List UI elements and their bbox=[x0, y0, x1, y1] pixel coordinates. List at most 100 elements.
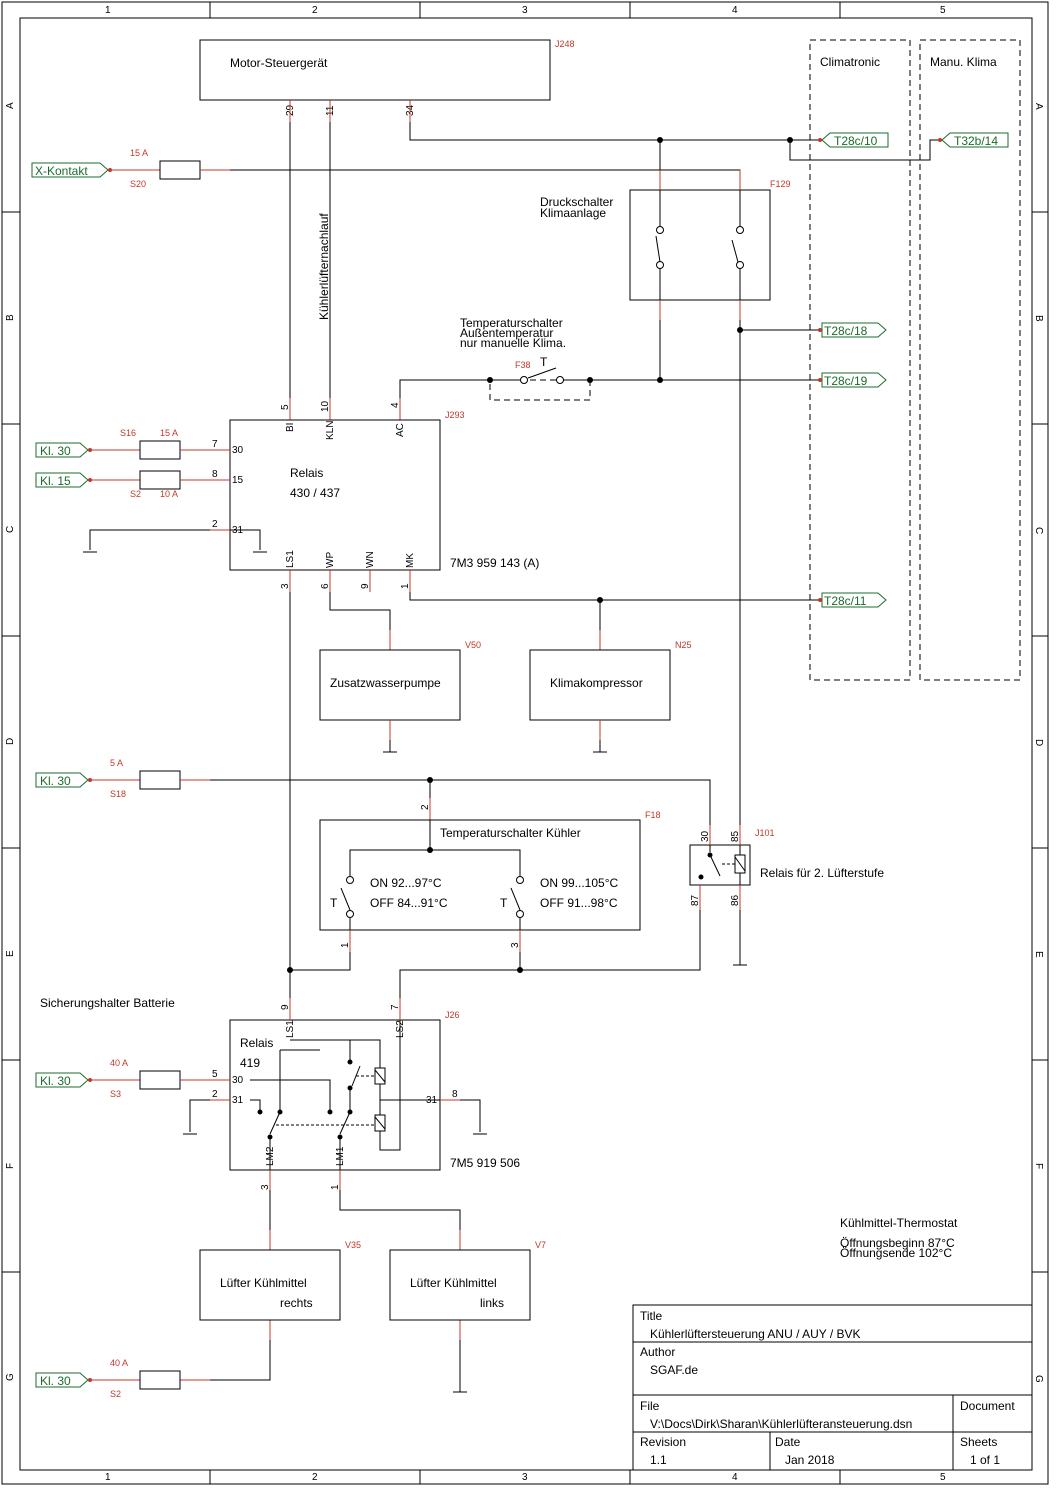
v7-box bbox=[389, 1249, 531, 1321]
f18-pin: 2 bbox=[420, 804, 431, 810]
j26-internals bbox=[250, 1020, 440, 1170]
j26-pin-num: 9 bbox=[280, 1004, 291, 1010]
v35-name-2: rechts bbox=[280, 1296, 313, 1310]
j26-pin-num: 2 bbox=[212, 1089, 218, 1100]
revision-label: Revision bbox=[640, 1435, 686, 1449]
j248-box bbox=[199, 39, 551, 101]
f18-sw2-on: ON 99...105°C bbox=[540, 876, 619, 890]
col-label: 1 bbox=[105, 1472, 111, 1483]
row-label: F bbox=[5, 1163, 16, 1169]
j26-part: 7M5 919 506 bbox=[450, 1156, 520, 1170]
j293-pin-num: 9 bbox=[360, 583, 371, 589]
j101-name: Relais für 2. Lüfterstufe bbox=[760, 866, 884, 880]
connector-kl30-d: Kl. 30 bbox=[35, 1372, 89, 1388]
svg-text:Kl. 15: Kl. 15 bbox=[40, 474, 71, 488]
j293-part: 7M3 959 143 (A) bbox=[450, 556, 539, 570]
x-kontakt-connector: X-Kontakt bbox=[31, 162, 109, 178]
manu-klima-region bbox=[919, 39, 1021, 681]
fuse-s2-10a bbox=[139, 470, 181, 490]
connector-t28c19: T28c/19 bbox=[818, 372, 887, 388]
j293-pin-num-5: 5 bbox=[280, 404, 291, 410]
fuse-s2b-rating: 40 A bbox=[110, 1358, 128, 1368]
nachlauf-label: Kühlerlüfternachlauf bbox=[317, 213, 331, 320]
j26-box bbox=[229, 1019, 441, 1171]
j26-pin-num: 5 bbox=[212, 1069, 218, 1080]
f18-sw1-on: ON 92...97°C bbox=[370, 876, 442, 890]
connector-t28c10: T28c/10 bbox=[818, 132, 889, 148]
v7-name-1: Lüfter Kühlmittel bbox=[410, 1276, 497, 1290]
col-label: 4 bbox=[732, 5, 738, 16]
j26-name-1: Relais bbox=[240, 1036, 273, 1050]
connector-t32b14: T32b/14 bbox=[938, 132, 1009, 148]
fuse-s16 bbox=[139, 440, 181, 460]
svg-text:T28c/10: T28c/10 bbox=[834, 134, 878, 148]
fuse-s3-rating: 40 A bbox=[110, 1058, 128, 1068]
col-label: 1 bbox=[105, 5, 111, 16]
row-label: B bbox=[5, 314, 16, 321]
j293-name-2: 430 / 437 bbox=[290, 486, 340, 500]
date-label: Date bbox=[775, 1435, 801, 1449]
col-label: 2 bbox=[312, 1472, 318, 1483]
fuse-s2a-ref: S2 bbox=[130, 489, 141, 499]
file-label: File bbox=[640, 1399, 660, 1413]
connector-t28c18: T28c/18 bbox=[818, 322, 887, 338]
v7-ref: V7 bbox=[535, 1240, 546, 1250]
fuse-s2-40a bbox=[139, 1370, 181, 1390]
j293-pin: 15 bbox=[232, 475, 244, 486]
f129-box bbox=[629, 189, 771, 301]
j26-pin-num: 7 bbox=[390, 1004, 401, 1010]
col-label: 5 bbox=[940, 5, 946, 16]
f18-pin: 3 bbox=[510, 942, 521, 948]
fuse-s16-rating: 15 A bbox=[160, 428, 178, 438]
j293-pin: LS1 bbox=[285, 550, 296, 568]
j26-pin: 30 bbox=[232, 1075, 244, 1086]
j293-name-1: Relais bbox=[290, 466, 323, 480]
sheets-label: Sheets bbox=[960, 1435, 997, 1449]
connector-kl15: Kl. 15 bbox=[35, 472, 89, 488]
svg-text:T32b/14: T32b/14 bbox=[954, 134, 998, 148]
row-label: C bbox=[5, 526, 16, 533]
j293-pin: AC bbox=[395, 423, 406, 437]
v35-box bbox=[199, 1249, 341, 1321]
f38-label-2: Außentemperatur bbox=[460, 326, 553, 340]
row-label: C bbox=[1033, 527, 1044, 534]
row-label: D bbox=[1033, 739, 1044, 746]
author-value: SGAF.de bbox=[650, 1363, 698, 1377]
connector-t28c11: T28c/11 bbox=[818, 592, 887, 608]
thermostat-line3: Öffnungsende 102°C bbox=[840, 1246, 952, 1260]
svg-text:Kl. 30: Kl. 30 bbox=[40, 444, 71, 458]
title-block bbox=[632, 1304, 1033, 1471]
svg-text:T28c/18: T28c/18 bbox=[824, 324, 868, 338]
f38-t: T bbox=[540, 355, 548, 369]
author-label: Author bbox=[640, 1345, 675, 1359]
fuse-s18 bbox=[139, 770, 181, 790]
j293-pin-num: 3 bbox=[280, 583, 291, 589]
j293-pin-num: 1 bbox=[400, 583, 411, 589]
svg-text:Kl. 30: Kl. 30 bbox=[40, 1374, 71, 1388]
j26-pin: 31 bbox=[232, 1095, 244, 1106]
j293-pin: WP bbox=[325, 552, 336, 568]
f129-name-2: Klimaanlage bbox=[540, 206, 606, 220]
thermostat-line2: Öffnungsbeginn 87°C bbox=[840, 1236, 955, 1250]
f38-box bbox=[489, 379, 591, 401]
f38-label-1: Temperaturschalter bbox=[460, 316, 563, 330]
f18-t1: T bbox=[330, 896, 338, 910]
j248-ref: J248 bbox=[555, 39, 575, 49]
fuse-s18-rating: 5 A bbox=[110, 758, 123, 768]
file-value: V:\Docs\Dirk\Sharan\Kühlerlüfteransteuer… bbox=[650, 1417, 912, 1431]
j293-pin-num-10: 10 bbox=[320, 400, 331, 412]
svg-text:Kl. 30: Kl. 30 bbox=[40, 774, 71, 788]
svg-text:T28c/19: T28c/19 bbox=[824, 374, 868, 388]
j26-pin-num: 3 bbox=[260, 1184, 271, 1190]
j293-pin: WN bbox=[365, 551, 376, 568]
f18-t2: T bbox=[500, 896, 508, 910]
col-label: 4 bbox=[732, 1472, 738, 1483]
title-label: Title bbox=[640, 1309, 663, 1323]
v35-name-1: Lüfter Kühlmittel bbox=[220, 1276, 307, 1290]
row-label: G bbox=[1033, 1375, 1044, 1383]
j248-name: Motor-Steuergerät bbox=[230, 56, 328, 70]
row-label: F bbox=[1033, 1163, 1044, 1169]
f38-ref: F38 bbox=[515, 360, 531, 370]
